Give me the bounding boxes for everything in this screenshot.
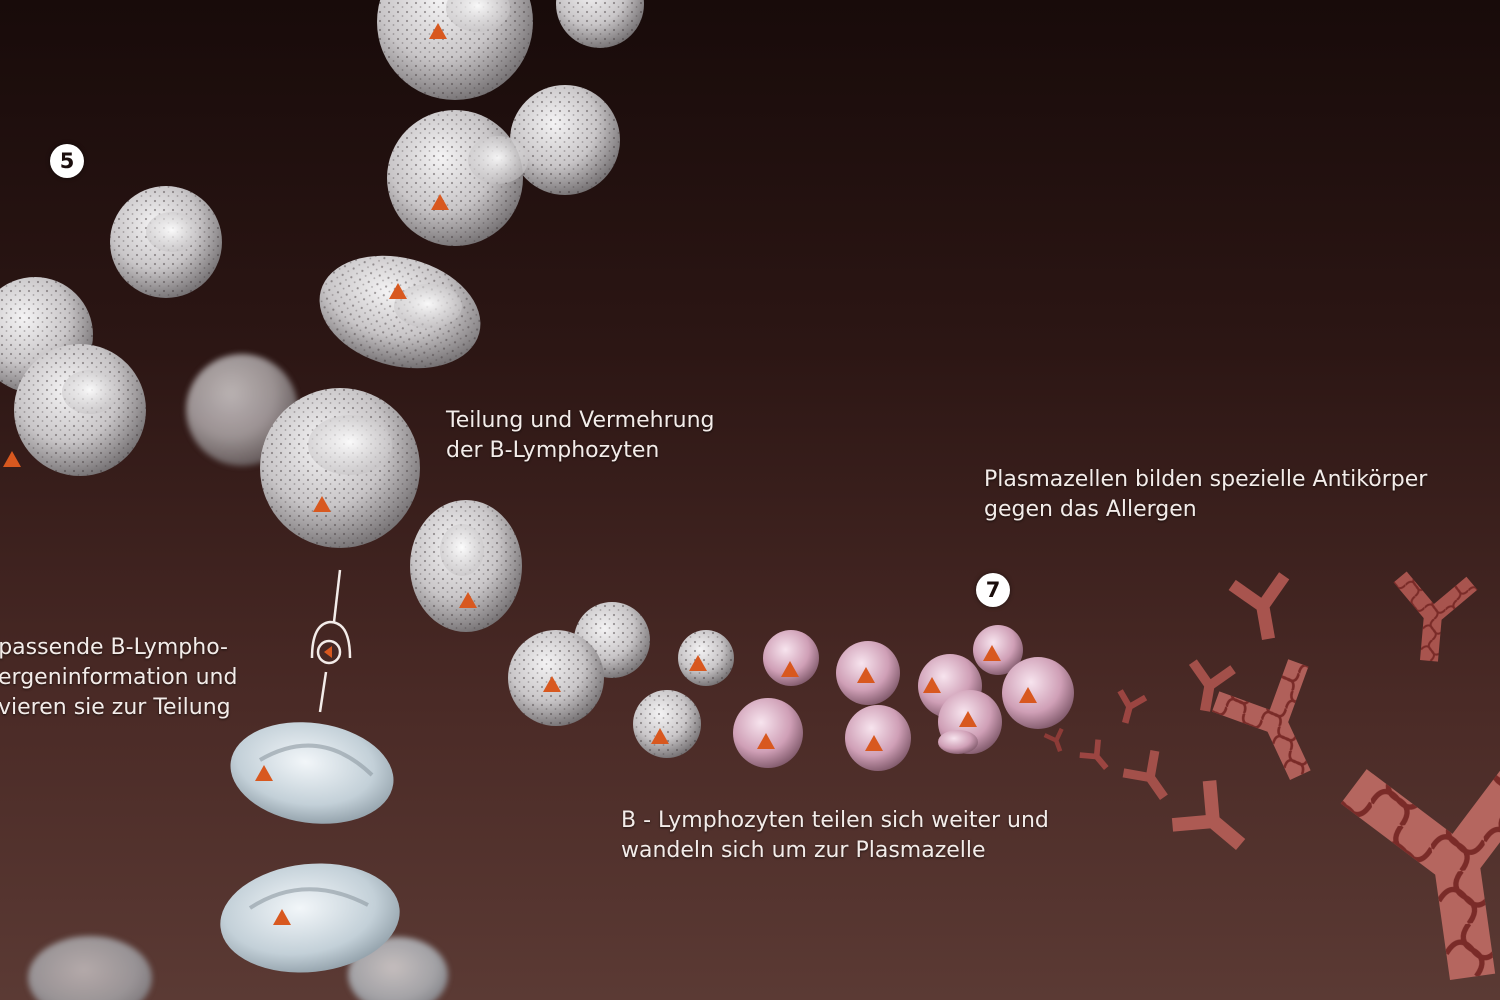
- caption-line: der B-Lymphozyten: [446, 438, 660, 463]
- y-antibody-icon: [1227, 570, 1299, 645]
- plasma-cell: [938, 730, 978, 754]
- antibodies: [1042, 570, 1500, 992]
- background-cells: [28, 354, 448, 1000]
- lymphocyte-cell-icon: [110, 186, 222, 298]
- dividing-cell: [410, 500, 522, 632]
- caption-division: Teilung und Vermehrung der B-Lymphozyten: [446, 406, 715, 466]
- plasma-cell: [973, 625, 1023, 675]
- y-antibody-icon: [1042, 726, 1071, 755]
- plasma-cell: [733, 698, 803, 768]
- lymphocyte-cell-icon: [377, 0, 533, 100]
- activated-cells: [220, 722, 400, 973]
- lymphocyte-cell-icon: [230, 722, 394, 824]
- caption-line: ergeninformation und: [0, 665, 238, 690]
- caption-line: wandeln sich um zur Plasmazelle: [621, 838, 986, 863]
- step-7-badge: 7: [976, 573, 1010, 607]
- caption-line: Teilung und Vermehrung: [446, 408, 715, 433]
- lymphocyte-cell-icon: [260, 388, 420, 548]
- lymphocyte-cell-icon: [556, 0, 644, 48]
- plasma-cell: [1002, 657, 1074, 729]
- receptor-binding-icon: [310, 569, 352, 713]
- dividing-cell: [319, 255, 481, 369]
- plasma-cell: [763, 630, 819, 686]
- y-antibody-icon: [1118, 746, 1183, 811]
- lymphocyte-cell-icon: [28, 936, 152, 1000]
- caption-line: B - Lymphozyten teilen sich weiter und: [621, 808, 1049, 833]
- lymphocyte-cell-icon: [220, 863, 400, 973]
- caption-transform: B - Lymphozyten teilen sich weiter und w…: [621, 806, 1049, 866]
- lymphocyte-cell-icon: [633, 690, 701, 758]
- lymphocyte-cell-icon: [678, 630, 734, 686]
- caption-line: passende B-Lympho-: [0, 635, 228, 660]
- y-antibody-icon: [1076, 736, 1118, 778]
- b-lymphocyte-cells: [0, 0, 734, 758]
- antigen-marker-icon: [3, 451, 21, 467]
- y-antibody-icon: [1387, 570, 1479, 665]
- caption-line: gegen das Allergen: [984, 497, 1197, 522]
- plasma-cell-transition: [733, 625, 1074, 771]
- caption-line: Plasmazellen bilden spezielle Antikörper: [984, 467, 1428, 492]
- dividing-cell: [508, 602, 650, 726]
- caption-plasma: Plasmazellen bilden spezielle Antikörper…: [984, 465, 1427, 525]
- lymphocyte-cell-icon: [14, 344, 146, 476]
- plasma-cell: [845, 705, 911, 771]
- dividing-cell: [387, 85, 620, 246]
- step-5-badge: 5: [50, 144, 84, 178]
- y-antibody-icon: [1165, 774, 1263, 871]
- y-antibody-icon: [1336, 743, 1500, 992]
- caption-left-cut: passende B-Lympho- ergeninformation und …: [0, 633, 238, 723]
- lymphocyte-cell-icon: [348, 937, 448, 1000]
- caption-line: vieren sie zur Teilung: [0, 695, 231, 720]
- y-antibody-icon: [1110, 688, 1149, 727]
